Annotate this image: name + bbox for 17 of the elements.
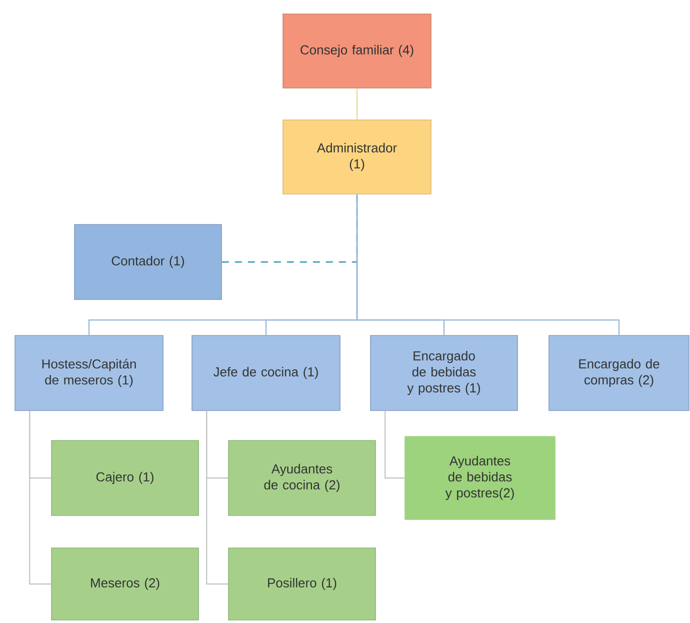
connector-line: [29, 410, 52, 585]
connector-line: [206, 410, 228, 585]
role-box: Hostess/Capitán de meseros (1): [14, 335, 164, 411]
staff-box: Cajero (1): [51, 440, 199, 516]
manager-box: Administrador (1): [282, 120, 432, 194]
role-box: Encargado de bebidas y postres (1): [370, 335, 518, 411]
connector-line: [356, 194, 620, 336]
connector-line: [384, 410, 405, 479]
role-box: Contador (1): [74, 224, 222, 300]
staff-box: Meseros (2): [51, 548, 199, 620]
role-box: Encargado de compras (2): [548, 335, 690, 411]
board-box: Consejo familiar (4): [282, 14, 432, 88]
staff-box: Posillero (1): [228, 548, 376, 620]
role-box: Jefe de cocina (1): [192, 335, 340, 411]
staff-box: Ayudantes de cocina (2): [228, 440, 376, 516]
connector-line: [356, 88, 358, 120]
staff-box: Ayudantes de bebidas y postres(2): [404, 436, 556, 520]
